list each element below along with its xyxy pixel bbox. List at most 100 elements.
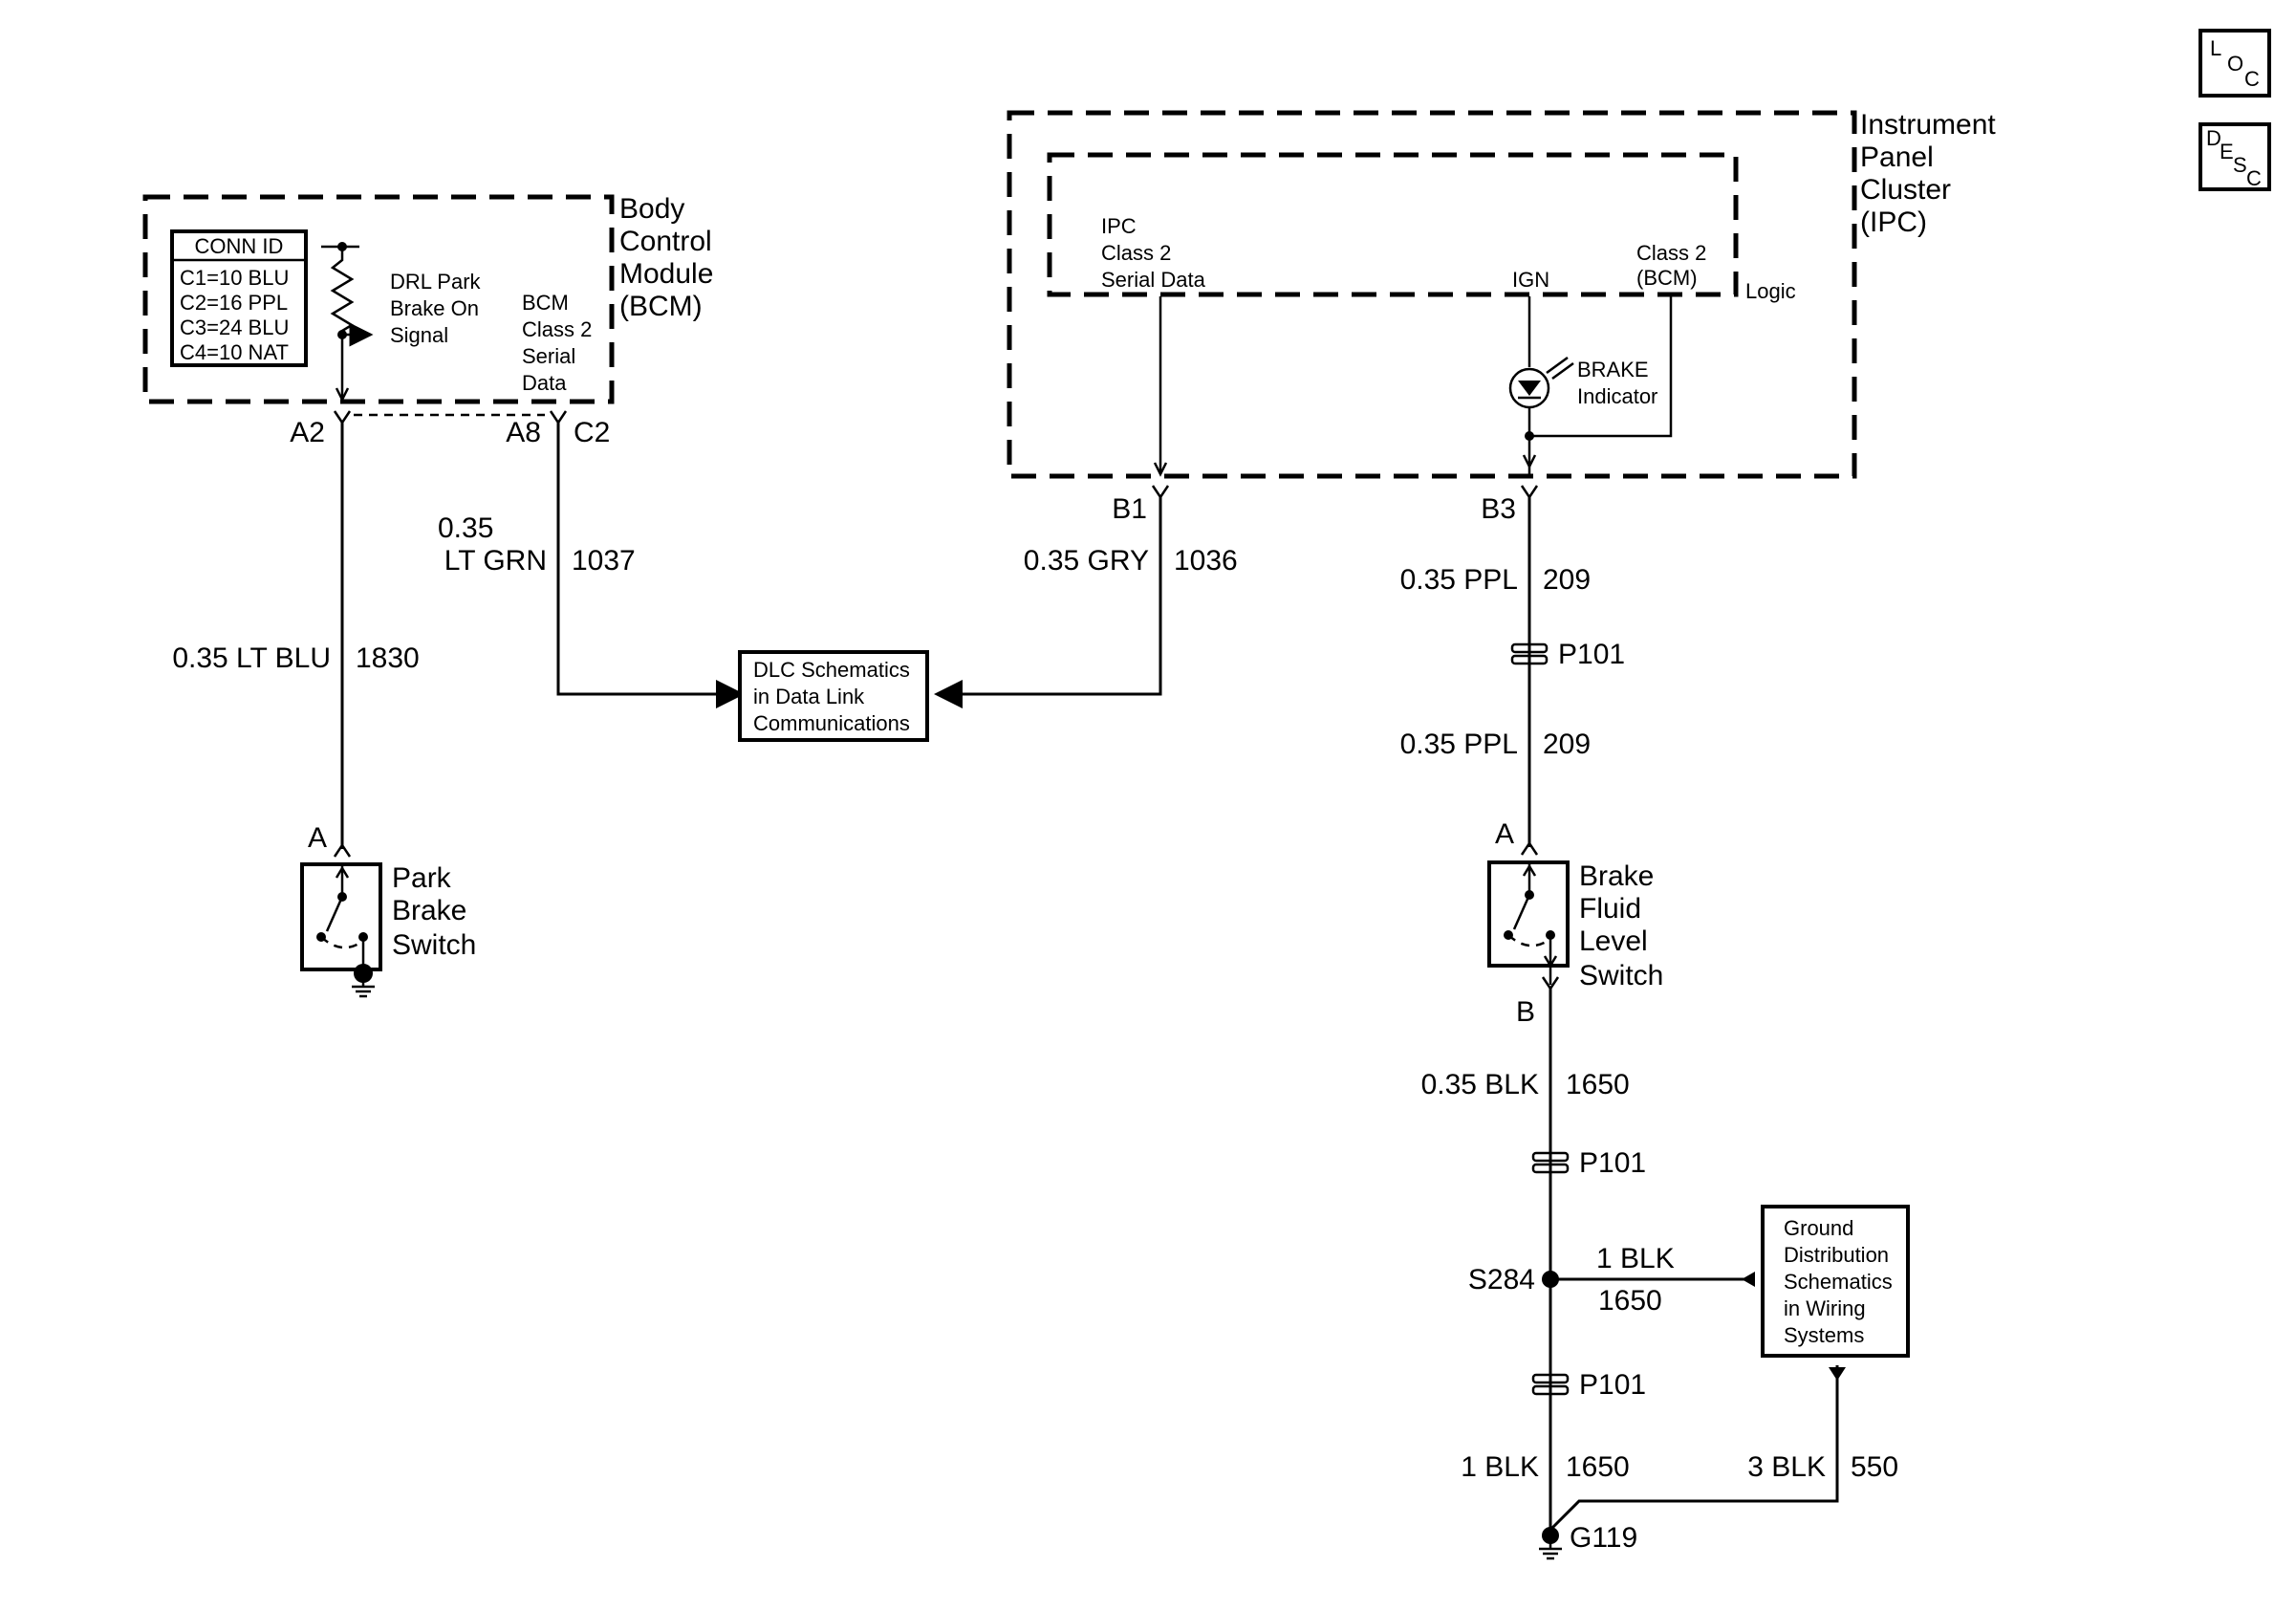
pin-label: A (1495, 818, 1514, 850)
class2-bcm-label-line: Class 2 (1636, 241, 1706, 265)
wire-circuit-number: 1650 (1566, 1069, 1630, 1100)
conn-id-table: CONN ID C1=10 BLU C2=16 PPL C3=24 BLU C4… (170, 229, 308, 367)
pin-connector-icon (333, 842, 352, 858)
bcm-title-line: (BCM) (619, 291, 703, 322)
connector-label: P101 (1579, 1369, 1646, 1401)
ground-box-line: Schematics (1784, 1270, 1893, 1294)
wire-color: LT GRN (444, 545, 547, 577)
loc-icon[interactable]: L O C (2199, 29, 2271, 98)
ground-dot (354, 964, 373, 983)
loc-icon-letter: C (2244, 67, 2260, 91)
bcm-serial-label-line: Serial (522, 344, 575, 368)
wire-gauge-color: 3 BLK (1747, 1451, 1826, 1483)
ipc-boundary (1007, 110, 1857, 479)
wire-550 (1549, 1365, 1839, 1532)
arrow-down-icon (335, 387, 350, 403)
wire-circuit-number: 1036 (1174, 545, 1238, 577)
ipc-title-line: (IPC) (1860, 207, 1927, 238)
wire-1037 (556, 423, 745, 708)
loc-icon-letter: L (2210, 36, 2221, 60)
wire-gauge-color: 1 BLK (1596, 1243, 1675, 1274)
inline-connector-icon (1510, 642, 1549, 665)
inline-connector-icon (1531, 1151, 1570, 1174)
park-brake-label-line: Switch (392, 929, 476, 961)
conn-id-row: C4=10 NAT (180, 340, 289, 364)
desc-icon-frame (2199, 122, 2271, 191)
ipc-logic-boundary (1047, 152, 1739, 297)
desc-icon[interactable]: D E S C (2199, 122, 2271, 191)
bcm-serial-label-line: Class 2 (522, 317, 592, 341)
pin-connector-icon (1151, 485, 1170, 500)
wire-circuit-number: 1650 (1598, 1285, 1662, 1317)
pin-label: A2 (290, 417, 325, 448)
bcm-serial-label-line: Data (522, 371, 567, 395)
inline-connector-icon (1531, 1373, 1570, 1396)
conn-id-header: CONN ID (195, 234, 284, 258)
dlc-box-line: Communications (753, 711, 910, 735)
park-brake-switch: A (300, 822, 382, 998)
wire-gauge-color: 0.35 BLK (1421, 1069, 1539, 1100)
led-triangle (1518, 381, 1541, 396)
ground-icon (352, 981, 375, 998)
loc-icon-frame (2199, 29, 2271, 98)
pin-connector-icon (333, 410, 352, 425)
dlc-box-line: DLC Schematics (753, 658, 910, 682)
ipc-serial-label-line: Class 2 (1101, 241, 1171, 265)
switch-blade (1512, 894, 1531, 930)
pin-label: A8 (506, 417, 541, 448)
brake-fluid-label-line: Switch (1579, 960, 1663, 991)
arrow-up-icon (335, 865, 350, 879)
ipc-title-line: Instrument (1860, 109, 1996, 141)
bcm-serial-label-line: BCM (522, 291, 569, 315)
pin-label: C2 (574, 417, 610, 448)
brake-indicator-label-line: BRAKE (1577, 358, 1649, 381)
resistor-icon (330, 247, 355, 398)
class2-bcm-line (1529, 296, 1673, 438)
switch-travel (1507, 934, 1551, 947)
dlc-schematics-link[interactable]: DLC Schematics in Data Link Communicatio… (738, 650, 929, 742)
wire-circuit-number: 1650 (1566, 1451, 1630, 1483)
arrow-up-icon (1522, 863, 1537, 877)
dlc-box-frame (738, 650, 929, 742)
desc-icon-letter: D (2206, 126, 2221, 150)
park-brake-label-line: Park (392, 862, 452, 894)
wire-gauge-color: 0.35 PPL (1400, 729, 1518, 760)
pin-connector-icon (1520, 485, 1539, 500)
arrow-down-icon (1543, 955, 1558, 969)
wire-circuit-number: 209 (1543, 564, 1591, 596)
wire-gauge-color: 0.35 LT BLU (172, 642, 331, 674)
wire-gauge-color: 0.35 GRY (1024, 545, 1149, 577)
desc-icon-letter: E (2220, 140, 2234, 163)
ground-box-frame (1761, 1205, 1910, 1358)
bcm-title-line: Control (619, 226, 712, 257)
wire-circuit-number: 1830 (356, 642, 420, 674)
bcm-boundary (142, 194, 615, 404)
desc-icon-letter: C (2246, 166, 2262, 190)
bcm-title-line: Module (619, 258, 713, 290)
ipc-title-line: Cluster (1860, 174, 1951, 206)
ipc-title-line: Panel (1860, 142, 1934, 173)
brake-fluid-label-line: Level (1579, 925, 1648, 957)
ipc-serial-label-line: IPC (1101, 214, 1137, 238)
brake-fluid-level-switch: A B (1487, 818, 1570, 1028)
wire-circuit-number: 550 (1851, 1451, 1898, 1483)
conn-id-row: C3=24 BLU (180, 316, 289, 339)
desc-icon-letter: S (2233, 153, 2247, 177)
brake-indicator-icon (1508, 356, 1574, 409)
switch-blade (325, 896, 344, 932)
ground-icon (1539, 1543, 1562, 1560)
ground-distribution-link[interactable]: Ground Distribution Schematics in Wiring… (1761, 1205, 1910, 1358)
arrow-down-icon (1153, 462, 1168, 477)
logic-label: Logic (1745, 279, 1796, 303)
wire-gauge-color: 0.35 PPL (1400, 564, 1518, 596)
ign-label: IGN (1512, 268, 1549, 292)
ground-box-line: Distribution (1784, 1243, 1889, 1267)
wire-circuit-number: 209 (1543, 729, 1591, 760)
park-brake-label-line: Brake (392, 895, 466, 926)
drl-signal-circuit (321, 242, 374, 403)
splice-label: S284 (1468, 1264, 1535, 1295)
drl-label-line: DRL Park (390, 270, 482, 294)
pin-label: B3 (1481, 493, 1516, 525)
ground-box-line: in Wiring (1784, 1296, 1866, 1320)
dlc-box-line: in Data Link (753, 685, 865, 708)
